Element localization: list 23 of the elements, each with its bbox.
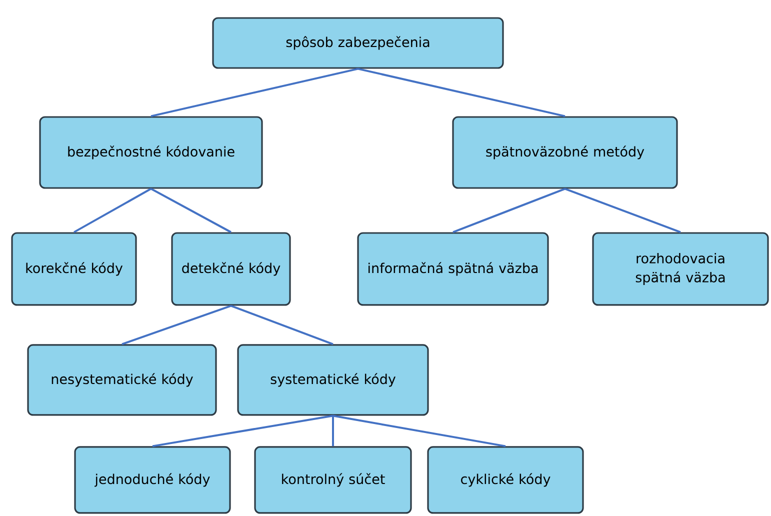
process-box: jednoduché kódy [74,446,231,514]
connector-line [564,188,681,234]
connector-line [74,188,152,234]
connector-line [332,416,334,446]
process-box: detekčné kódy [171,232,291,306]
process-box: cyklické kódy [427,446,584,514]
process-box: spôsob zabezpečenia [212,17,504,69]
connector-line [152,414,334,448]
connector-line [122,304,232,346]
process-box: informačná spätná väzba [357,232,549,306]
process-box: bezpečnostné kódovanie [39,116,263,189]
process-box: systematické kódy [237,344,429,416]
connector-line [332,414,506,448]
connector-line [150,68,358,118]
process-box: korekčné kódy [11,232,137,306]
connector-line [150,188,232,234]
connector-line [358,68,566,118]
connector-line [230,304,334,346]
process-box: kontrolný súčet [254,446,412,514]
connector-line [452,188,566,234]
process-box: nesystematické kódy [27,344,217,416]
process-box: rozhodovacia spätná väzba [592,232,769,306]
process-box: spätnoväzobné metódy [452,116,678,189]
